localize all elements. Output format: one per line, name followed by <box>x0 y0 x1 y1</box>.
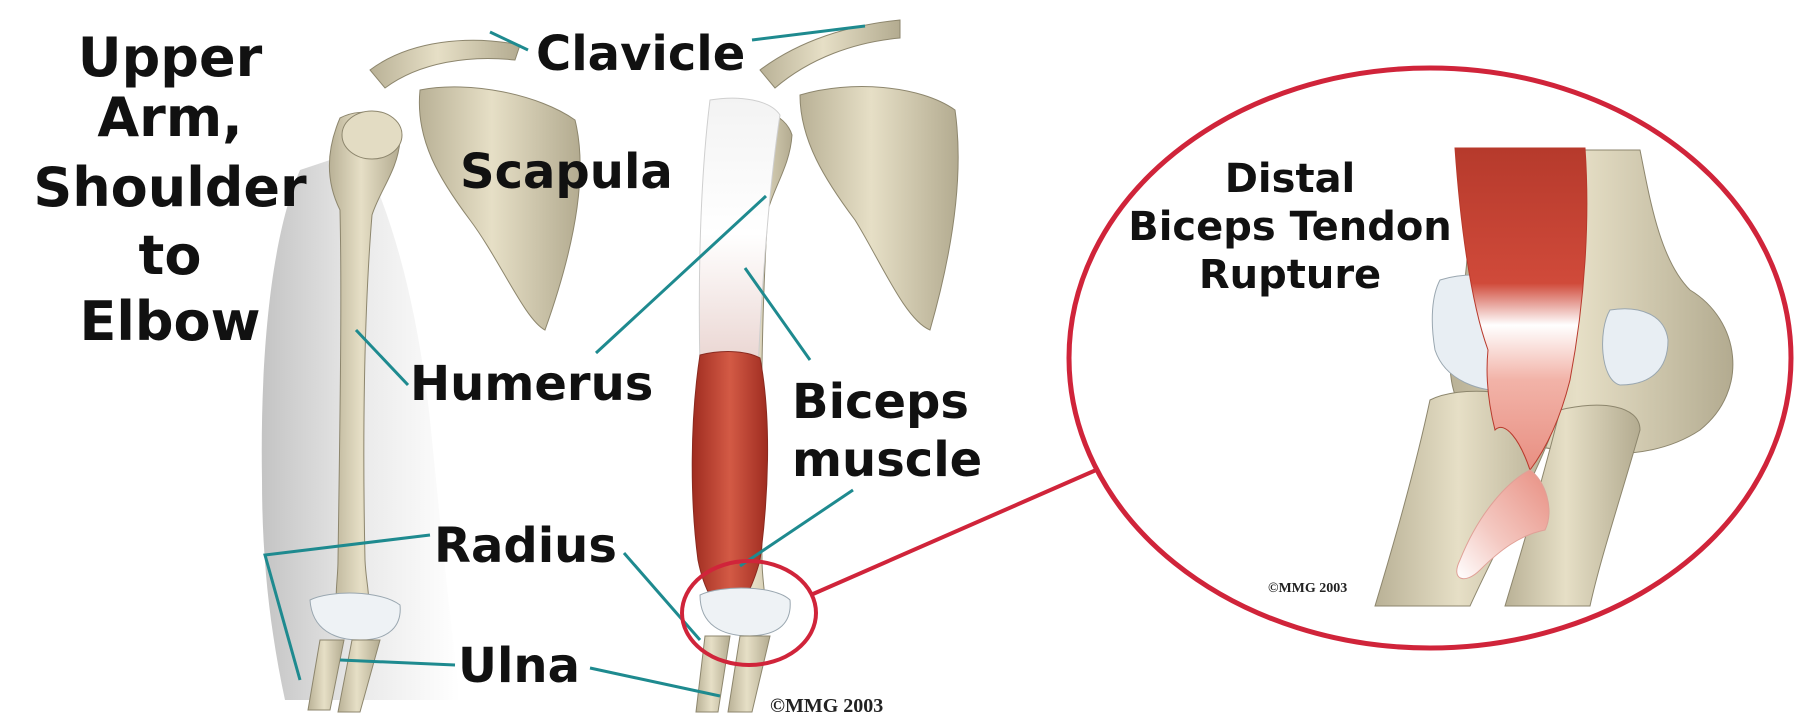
inset-line-3: Rupture <box>1199 252 1381 298</box>
label-humerus: Humerus <box>410 356 653 412</box>
main-copyright: ©MMG 2003 <box>770 695 883 717</box>
right-ulna-bone <box>728 636 770 712</box>
title-line-5: Elbow <box>79 290 260 353</box>
title-line-2: Arm, <box>97 86 242 149</box>
left-scapula-bone <box>419 87 580 330</box>
label-radius: Radius <box>434 518 617 574</box>
inset-copyright: ©MMG 2003 <box>1268 581 1347 596</box>
left-humeral-head <box>342 111 402 159</box>
label-ulna: Ulna <box>458 638 580 694</box>
title-line-3: Shoulder <box>33 156 307 219</box>
right-scapula-bone <box>800 87 958 330</box>
left-clavicle-bone <box>370 40 520 88</box>
biceps-proximal-tendon <box>699 98 780 370</box>
right-elbow-joint <box>700 588 790 636</box>
label-biceps-line1: Biceps <box>792 374 969 430</box>
inset-line-1: Distal <box>1225 156 1356 202</box>
leader-radius-right <box>624 553 700 640</box>
inset-line-2: Biceps Tendon <box>1128 204 1452 250</box>
label-clavicle: Clavicle <box>536 26 745 82</box>
title-line-4: to <box>139 224 202 287</box>
right-arm-figure <box>692 20 958 712</box>
title-block: Upper Arm, Shoulder to Elbow <box>33 26 307 353</box>
title-line-1: Upper <box>78 26 263 89</box>
label-biceps-line2: muscle <box>792 432 982 488</box>
label-scapula: Scapula <box>460 144 673 200</box>
